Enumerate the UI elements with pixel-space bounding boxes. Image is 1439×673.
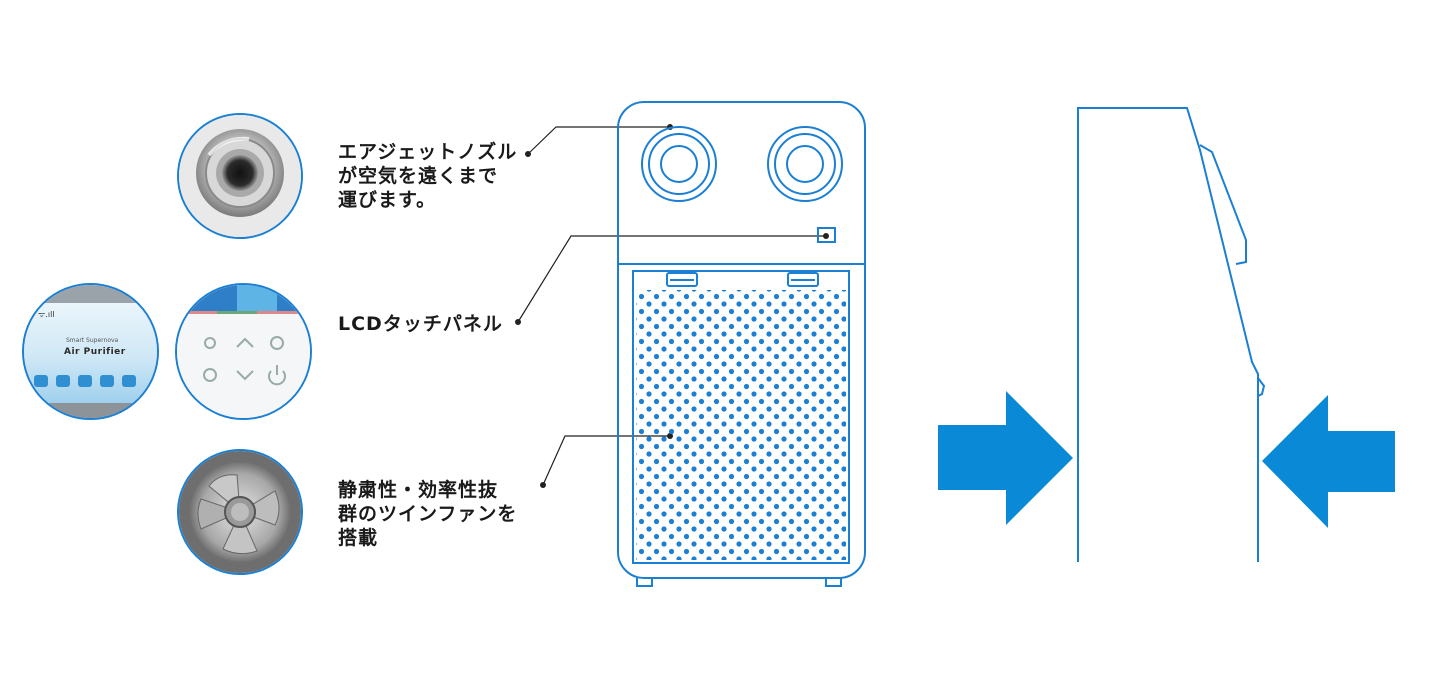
right-nozzle-outer-icon bbox=[767, 126, 843, 202]
fan-feature-text: 静粛性・効率性抜 群のツインファンを 搭載 bbox=[338, 479, 518, 549]
lcd-signal-status: ᯤ.ıll bbox=[38, 310, 55, 319]
right-handle-icon bbox=[787, 272, 819, 287]
purifier-body-outline bbox=[617, 101, 866, 579]
lcd-panel-icon bbox=[817, 227, 836, 243]
airflow-arrow-right-icon bbox=[1262, 395, 1395, 528]
nozzle-leader-line bbox=[527, 126, 670, 155]
side-nozzle-bulge-icon bbox=[1199, 144, 1247, 265]
left-nozzle-outer-icon bbox=[641, 126, 717, 202]
lcd-screen-photo: ᯤ.ıll Smart Supernova Air Purifier bbox=[22, 283, 159, 420]
lcd-screen-photo-icon bbox=[24, 285, 157, 418]
lcd-feature-text: LCDタッチパネル bbox=[338, 313, 503, 335]
side-foot-icon bbox=[1257, 377, 1266, 397]
control-panel-photo-icon bbox=[177, 285, 310, 418]
right-foot-icon bbox=[825, 578, 842, 587]
fan-photo-icon bbox=[179, 451, 301, 573]
lcd-leader-line bbox=[517, 235, 826, 323]
left-handle-icon bbox=[666, 272, 698, 287]
filter-dot-pattern bbox=[636, 290, 846, 560]
fan-photo bbox=[177, 449, 303, 575]
airflow-arrow-left-icon bbox=[938, 391, 1073, 525]
control-panel-photo bbox=[175, 283, 312, 420]
purifier-front-view bbox=[617, 101, 866, 587]
leader-lines bbox=[517, 126, 826, 486]
nozzle-photo-icon bbox=[179, 115, 301, 237]
nozzle-photo bbox=[177, 113, 303, 239]
lcd-title: Air Purifier bbox=[64, 347, 126, 357]
filter-grille bbox=[632, 270, 850, 564]
side-body-outline bbox=[1077, 107, 1259, 562]
lcd-subtitle: Smart Supernova bbox=[66, 337, 119, 344]
purifier-side-view bbox=[1077, 107, 1266, 562]
nozzle-feature-text: エアジェットノズル が空気を遠くまで 運びます。 bbox=[338, 141, 518, 211]
fan-leader-line bbox=[542, 435, 670, 486]
left-foot-icon bbox=[636, 578, 653, 587]
